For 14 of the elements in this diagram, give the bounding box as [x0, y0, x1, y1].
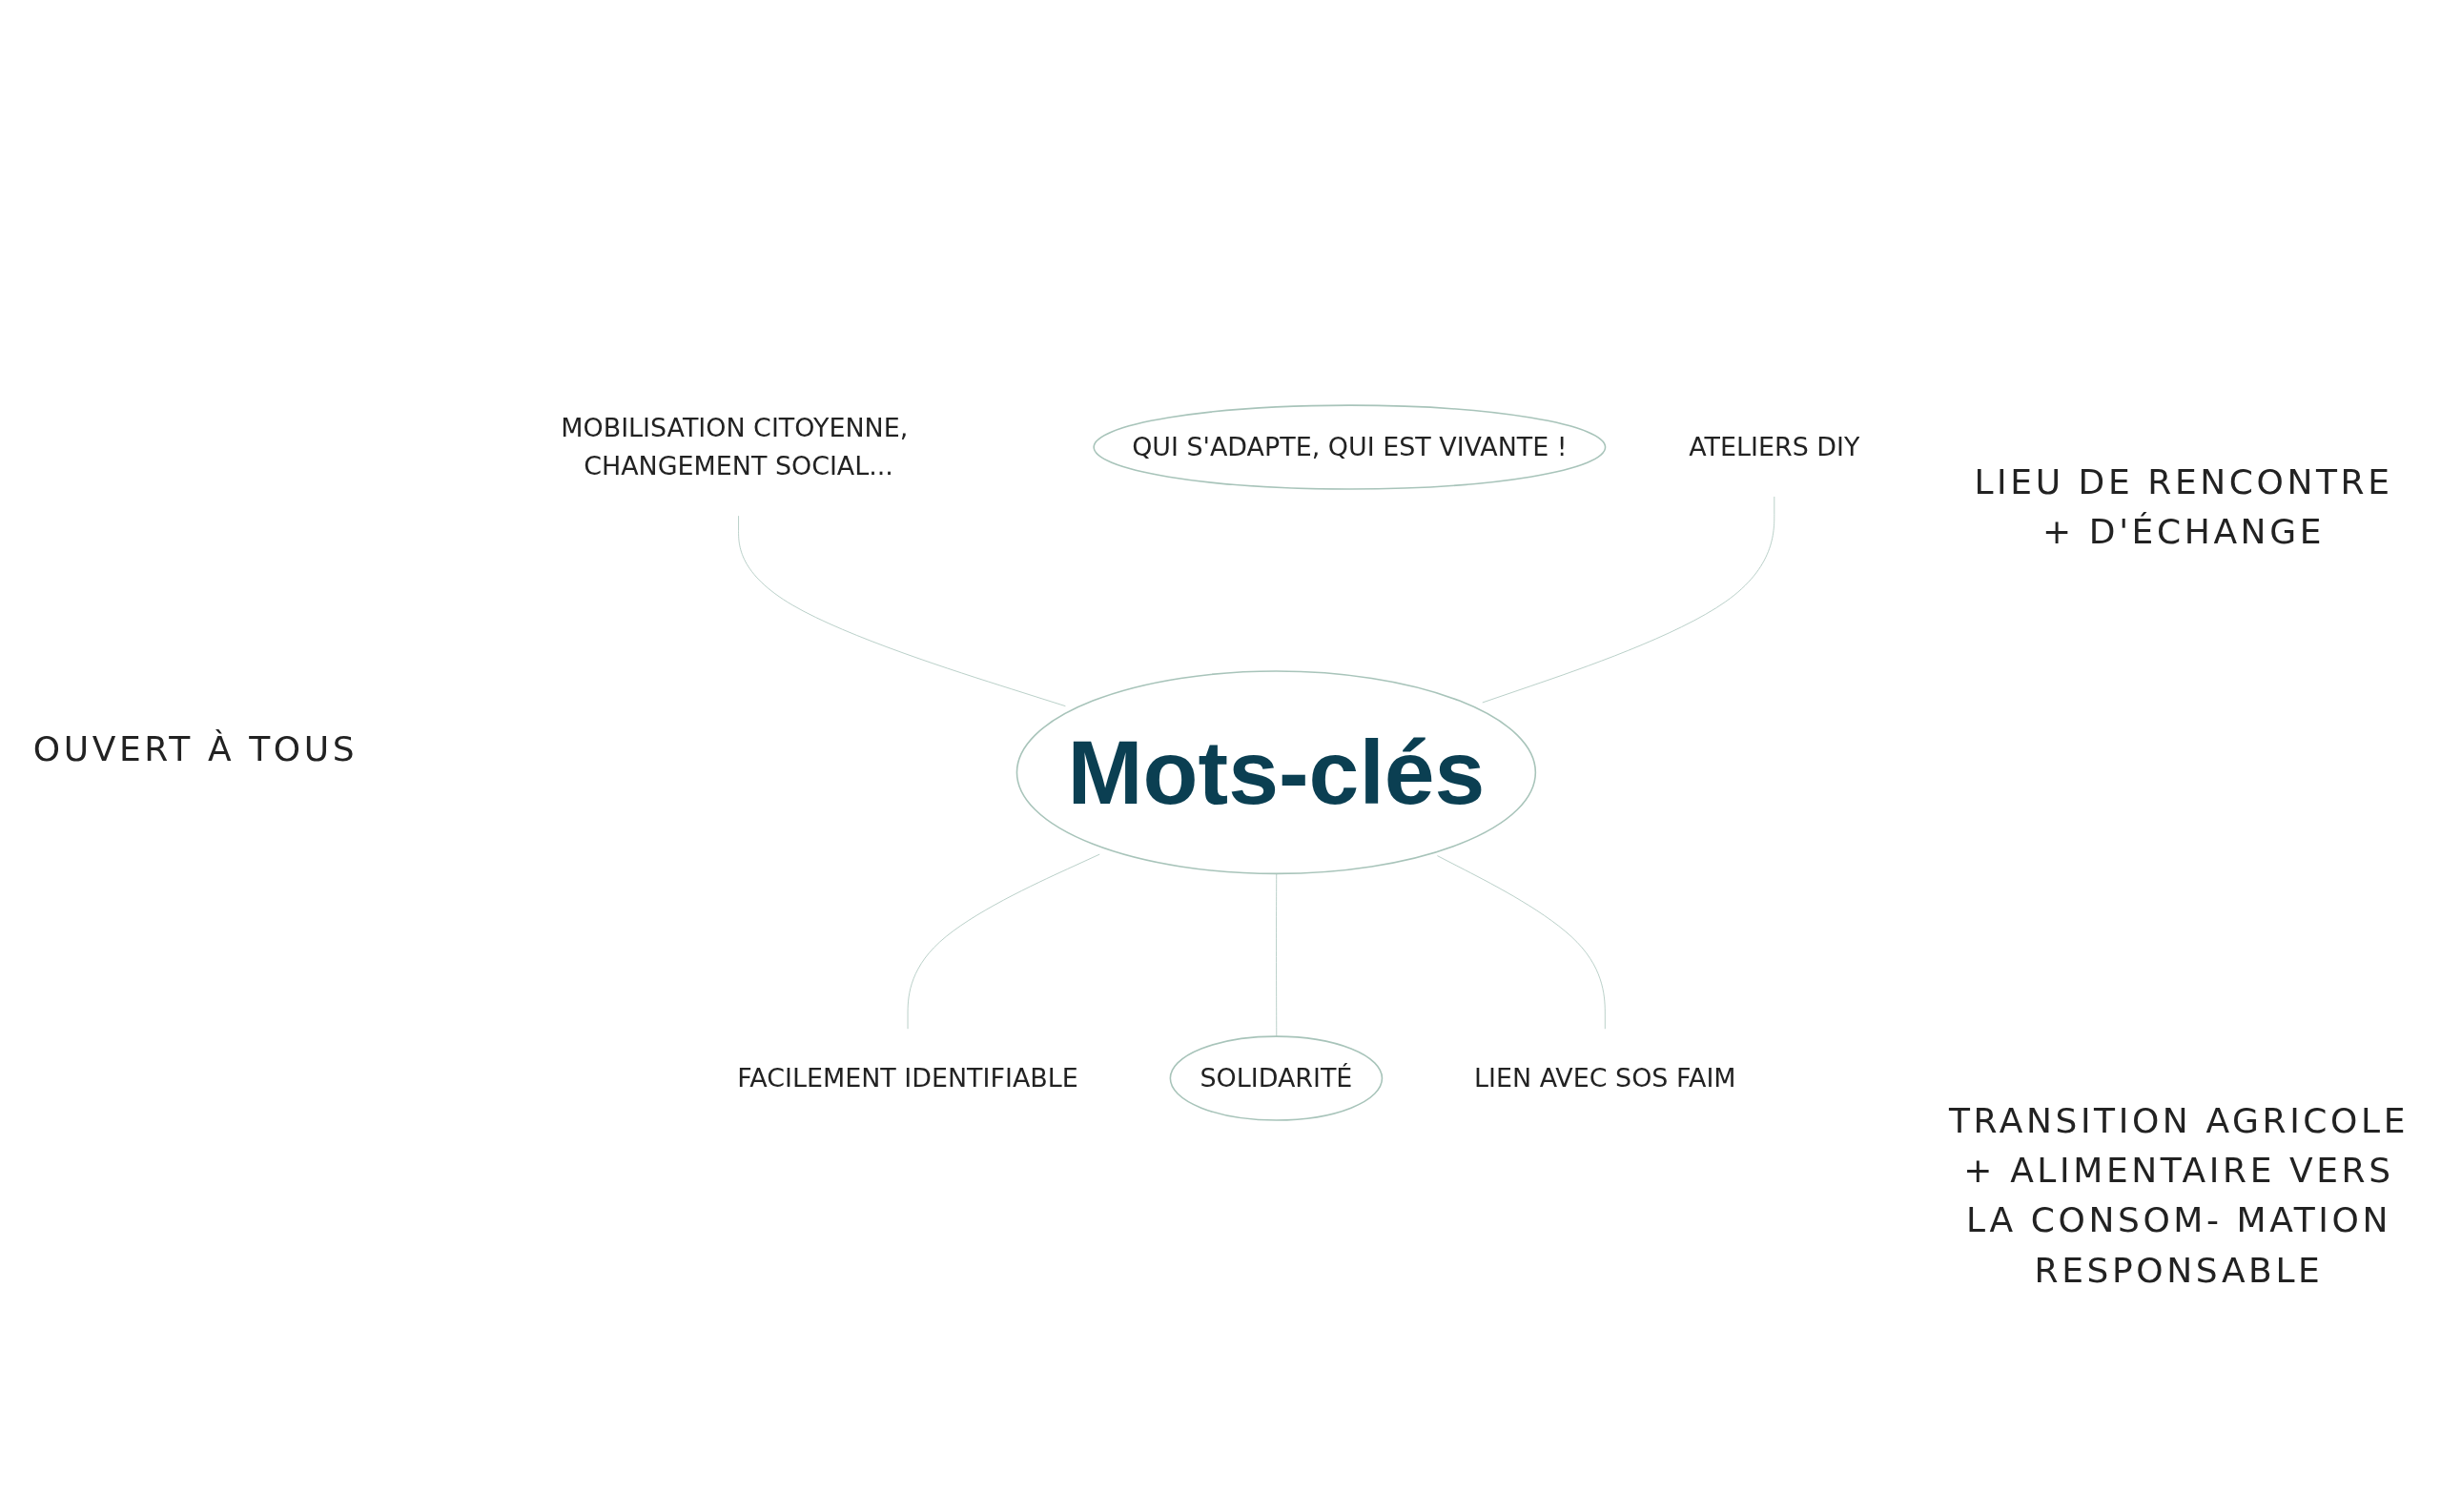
node-text: FACILEMENT IDENTIFIABLE [737, 1062, 1078, 1093]
connector [907, 853, 1100, 1030]
node-ellipse: Mots-clés [1015, 670, 1537, 875]
node-ellipse: SOLIDARITÉ [1169, 1035, 1384, 1121]
keyword-text: TRANSITION AGRICOLE + ALIMENTAIRE VERS LA CONSOM- MATION RESPONSABLE [1947, 1100, 2410, 1292]
connector [1437, 855, 1606, 1030]
node-text: ATELIERS DIY [1689, 431, 1860, 462]
node-text: LIEN AVEC SOS FAIM [1474, 1062, 1736, 1093]
keyword-text: LIEU DE RENCONTRE + D'ÉCHANGE [1973, 461, 2394, 554]
keyword-text: OUVERT À TOUS [31, 728, 359, 770]
connector [738, 515, 1066, 707]
node-text: MOBILISATION CITOYENNE, CHANGEMENT SOCIAL... [561, 412, 909, 481]
connector [1482, 496, 1775, 704]
node-ellipse: QUI S'ADAPTE, QUI EST VIVANTE ! [1093, 404, 1607, 490]
